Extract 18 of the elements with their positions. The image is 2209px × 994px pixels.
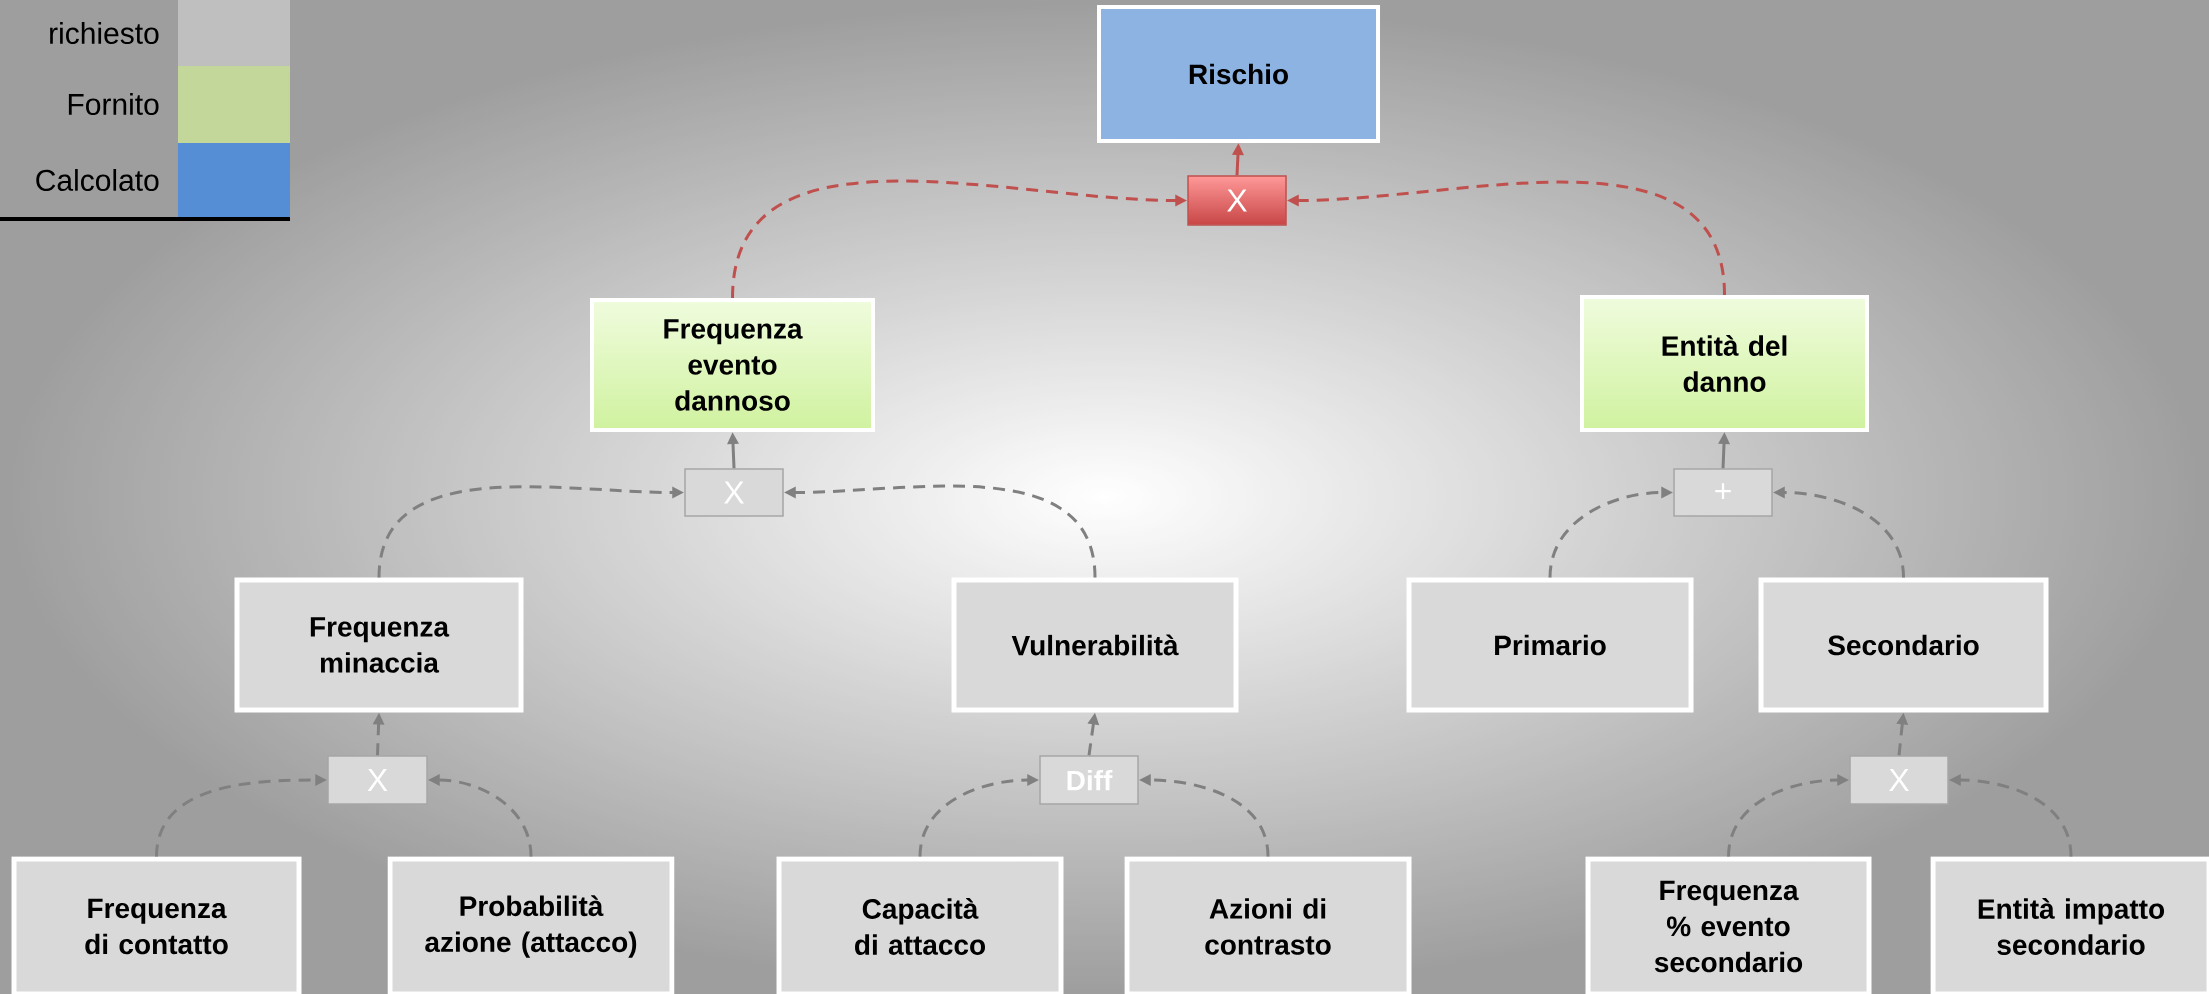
- factor-box: Primario: [1406, 577, 1694, 713]
- legend-label: Fornito: [68, 93, 159, 116]
- legend-label: Calcolato: [36, 169, 159, 192]
- factor-box: Entità impatto secondario: [1930, 856, 2209, 994]
- factor-box: Vulnerabilità: [951, 577, 1239, 713]
- operator-box: X: [1187, 175, 1287, 226]
- factor-box: Frequenza % evento secondario: [1585, 856, 1872, 994]
- factor-box: Probabilità azione (attacco): [387, 856, 675, 994]
- given-box: Frequenza evento dannoso: [590, 298, 875, 432]
- given-box: Entità del danno: [1580, 295, 1869, 432]
- factor-box: Secondario: [1758, 577, 2049, 713]
- factor-box: Capacità di attacco: [776, 856, 1064, 994]
- factor-box: Azioni di contrasto: [1124, 856, 1412, 994]
- operator-box: +: [1673, 468, 1773, 517]
- factor-box: Frequenza minaccia: [234, 577, 524, 713]
- result-box: Rischio: [1097, 5, 1380, 143]
- legend-label: richiesto: [50, 22, 159, 45]
- factor-box: Frequenza di contatto: [11, 856, 302, 994]
